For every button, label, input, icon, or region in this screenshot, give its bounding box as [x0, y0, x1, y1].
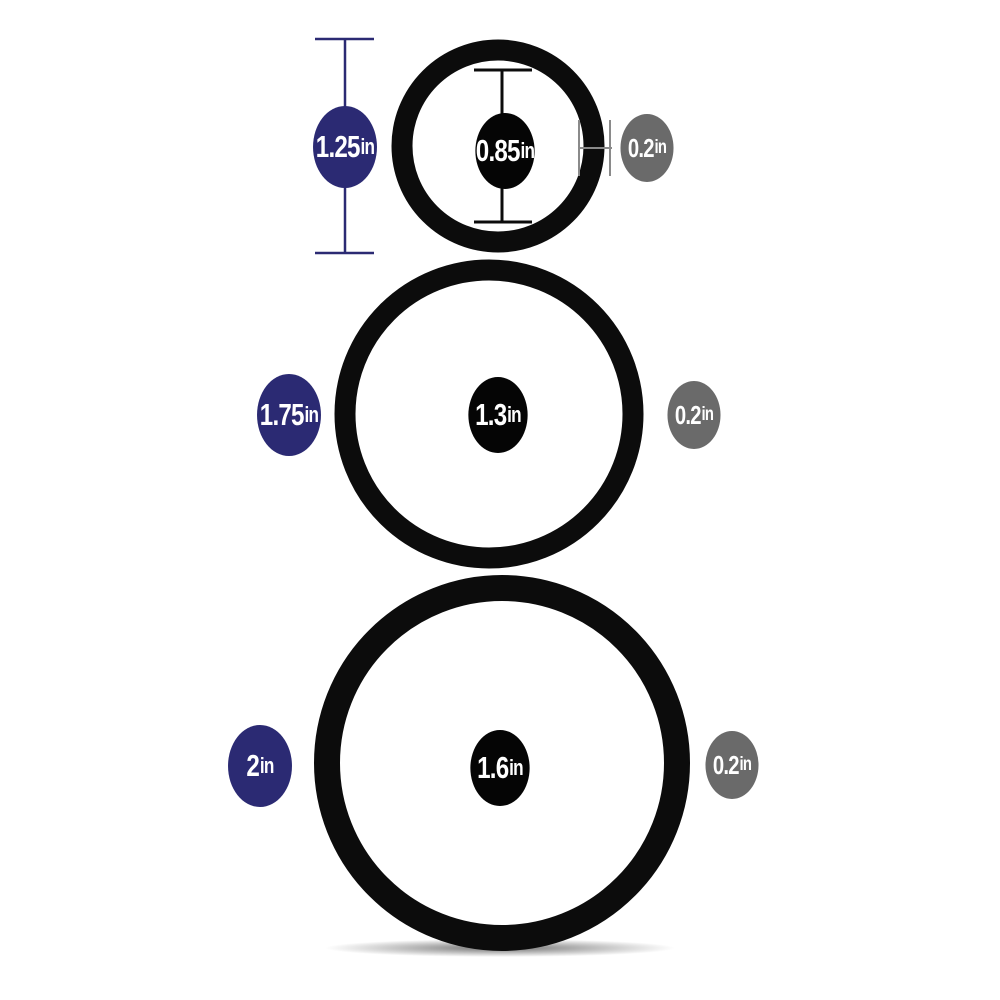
thickness-value: 0.2	[627, 132, 655, 163]
unit-label: in	[701, 404, 714, 425]
unit-label: in	[739, 754, 752, 775]
thickness-dimension-line	[578, 120, 612, 176]
outer-diameter-value: 2	[246, 748, 260, 783]
unit-label: in	[654, 137, 667, 158]
unit-label: in	[520, 138, 535, 163]
unit-label: in	[509, 755, 523, 780]
thickness-value: 0.2	[712, 749, 740, 780]
unit-label: in	[304, 402, 319, 427]
unit-label: in	[360, 134, 375, 159]
ring-small	[391, 39, 605, 253]
ring-large	[314, 575, 690, 951]
ring-medium	[334, 259, 644, 569]
unit-label: in	[507, 402, 521, 427]
inner-diameter-value: 1.3	[475, 397, 507, 432]
outer-diameter-value: 1.75	[259, 397, 305, 432]
thickness-value: 0.2	[674, 399, 702, 430]
inner-diameter-value: 0.85	[475, 133, 521, 168]
unit-label: in	[259, 753, 274, 778]
inner-diameter-value: 1.6	[477, 750, 509, 785]
outer-diameter-value: 1.25	[315, 129, 361, 164]
